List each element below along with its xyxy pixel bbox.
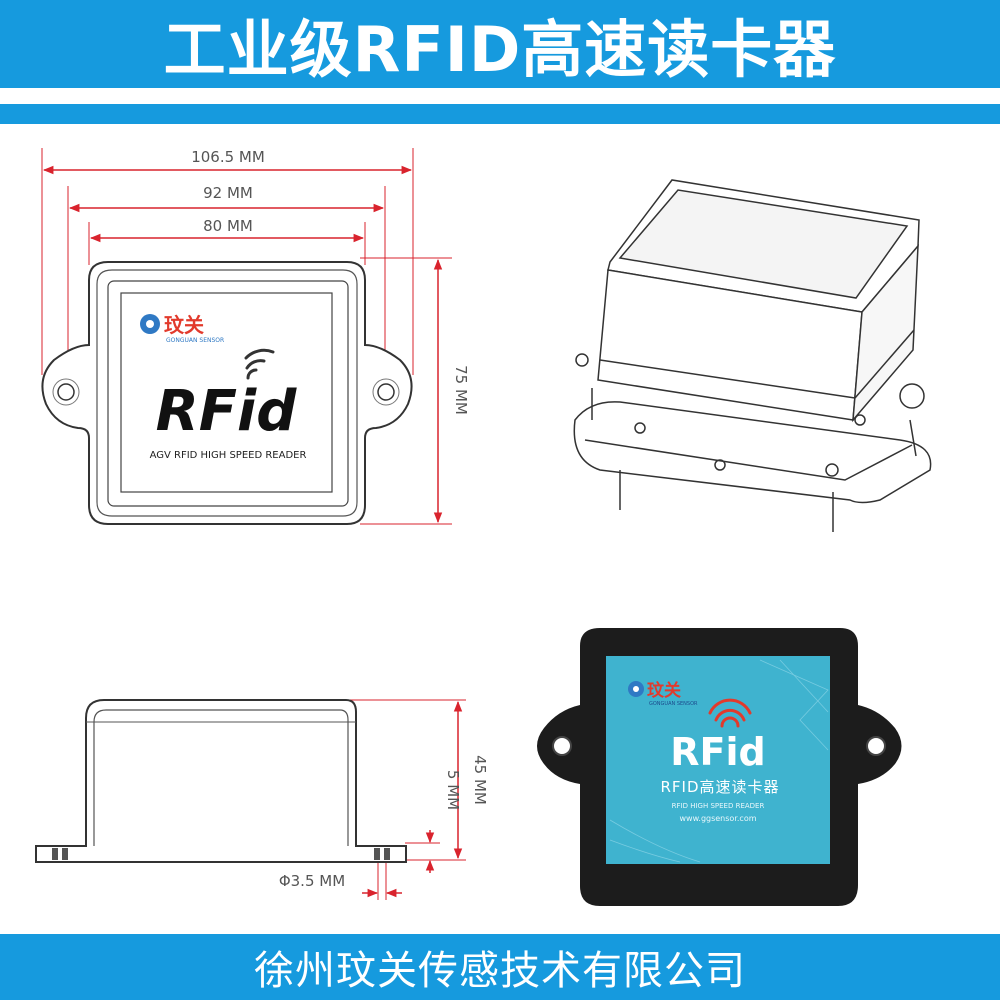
page-title: 工业级RFID高速读卡器: [163, 13, 837, 86]
product-drawing: 106.5 MM 92 MM 80 MM 75 MM 玟关 GONGUAN SE…: [35, 148, 932, 906]
dim-width-inner: 80 MM: [203, 217, 253, 235]
photo-brand-sub: GONGUAN SENSOR: [649, 701, 698, 707]
header-stripe: [0, 104, 1000, 124]
dim-width-outer: 106.5 MM: [191, 148, 265, 166]
photo-en-name: RFID HIGH SPEED READER: [672, 802, 765, 810]
mount-hole-right: [377, 383, 395, 401]
photo-brand: 玟关: [647, 680, 681, 701]
photo-website: www.ggsensor.com: [680, 814, 757, 823]
footer-banner: 徐州玟关传感技术有限公司: [0, 934, 1000, 1000]
company-name: 徐州玟关传感技术有限公司: [254, 948, 746, 994]
photo-rfid-wave-icon: [708, 698, 752, 728]
front-product: RFid: [156, 379, 298, 444]
front-view: 106.5 MM 92 MM 80 MM 75 MM 玟关 GONGUAN SE…: [41, 148, 470, 525]
front-brand-sub: GONGUAN SENSOR: [166, 337, 224, 344]
side-view: 45 MM 5 MM Φ3.5 MM: [35, 699, 489, 900]
photo-cn-name: RFID高速读卡器: [660, 778, 779, 796]
rfid-wave-icon: [244, 348, 275, 380]
isometric-view: [573, 179, 932, 532]
dim-side-height: 45 MM: [471, 755, 489, 805]
front-brand: 玟关: [164, 313, 204, 337]
product-photo: 玟关 GONGUAN SENSOR RFid RFID高速读卡器 RFID HI…: [537, 628, 902, 906]
mount-hole-left: [57, 383, 75, 401]
header-banner: 工业级RFID高速读卡器: [0, 0, 1000, 88]
photo-product: RFid: [670, 730, 765, 774]
dim-height: 75 MM: [452, 365, 470, 415]
dim-width-mid: 92 MM: [203, 184, 253, 202]
front-caption: AGV RFID HIGH SPEED READER: [150, 450, 307, 461]
dim-hole: Φ3.5 MM: [279, 872, 345, 890]
dim-flange: 5 MM: [444, 770, 462, 810]
side-profile: [35, 699, 407, 863]
